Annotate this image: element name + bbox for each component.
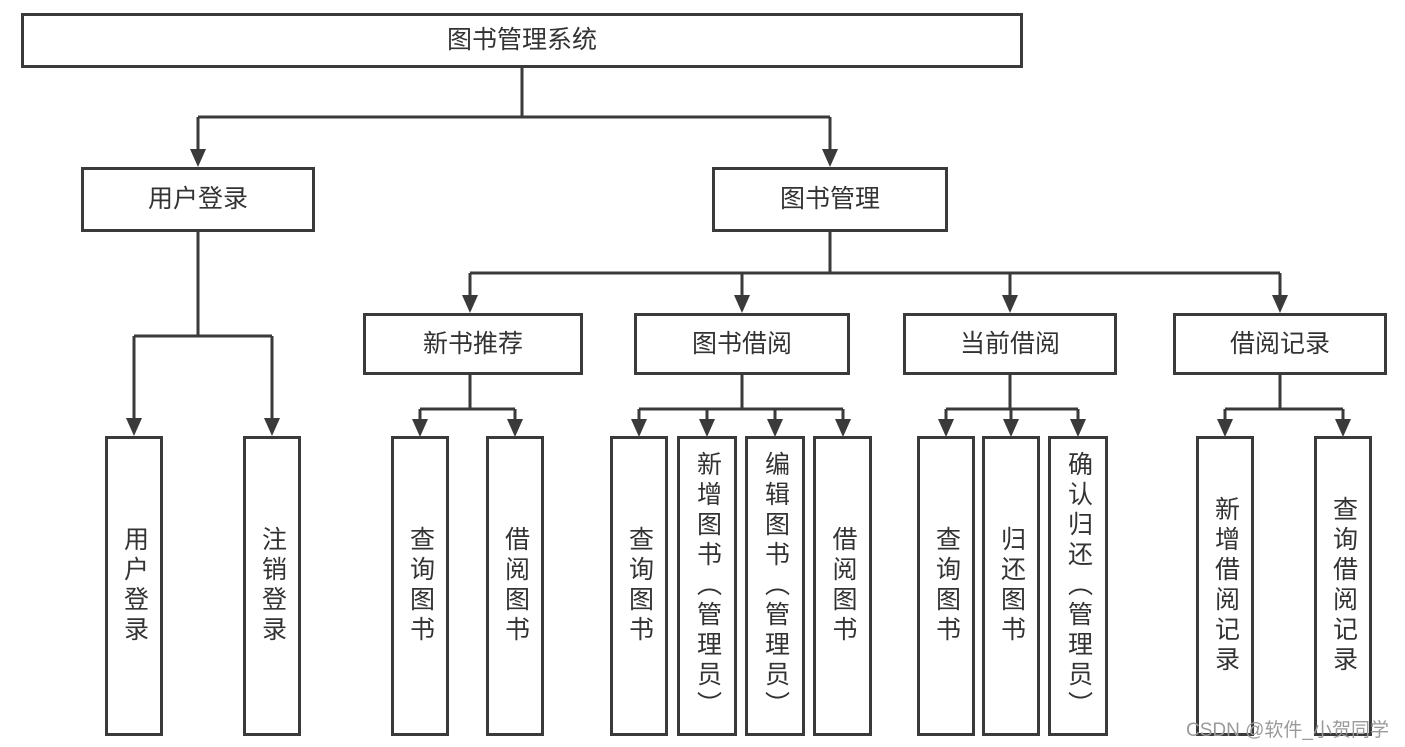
leaf-return-books: 归还图书 (982, 436, 1040, 736)
arrowhead-icon (938, 419, 954, 437)
arrowhead-icon (190, 149, 206, 167)
node-new-book-recommend: 新书推荐 (363, 313, 583, 375)
leaf-edit-book-admin: 编辑图书（管理员） (745, 436, 805, 736)
arrowhead-icon (734, 295, 750, 313)
arrowhead-icon (767, 419, 783, 437)
node-user-login: 用户登录 (81, 167, 315, 232)
arrowhead-icon (264, 418, 280, 436)
leaf-borrow-books: 借阅图书 (486, 436, 544, 736)
arrowhead-icon (1070, 419, 1086, 437)
arrowhead-icon (1003, 419, 1019, 437)
arrowhead-icon (822, 149, 838, 167)
arrowhead-icon (1272, 295, 1288, 313)
arrowhead-icon (1002, 295, 1018, 313)
leaf-query-borrow-record: 查询借阅记录 (1314, 436, 1372, 736)
leaf-add-borrow-record: 新增借阅记录 (1196, 436, 1254, 736)
arrowhead-icon (412, 419, 428, 437)
connector-path (132, 68, 1345, 422)
leaf-confirm-return-admin: 确认归还（管理员） (1048, 436, 1108, 736)
arrowheads (126, 149, 1351, 437)
arrowhead-icon (1335, 419, 1351, 437)
node-book-borrowing: 图书借阅 (634, 313, 850, 375)
leaf-add-book-admin: 新增图书（管理员） (677, 436, 737, 736)
node-current-borrowing: 当前借阅 (903, 313, 1117, 375)
leaf-query-books: 查询图书 (391, 436, 449, 736)
arrowhead-icon (699, 419, 715, 437)
leaf-borrow-books: 借阅图书 (813, 436, 872, 736)
leaf-logout: 注销登录 (243, 436, 301, 736)
arrowhead-icon (507, 419, 523, 437)
node-borrowing-records: 借阅记录 (1173, 313, 1387, 375)
watermark: CSDN @软件_小贺同学 (1186, 720, 1389, 741)
leaf-query-books: 查询图书 (917, 436, 975, 736)
leaf-query-books: 查询图书 (610, 436, 668, 736)
arrowhead-icon (126, 418, 142, 436)
arrowhead-icon (1217, 419, 1233, 437)
arrowhead-icon (835, 419, 851, 437)
arrowhead-icon (462, 295, 478, 313)
node-book-management: 图书管理 (712, 167, 948, 232)
node-library-management-system: 图书管理系统 (21, 13, 1023, 68)
leaf-user-login: 用户登录 (105, 436, 163, 736)
arrowhead-icon (631, 419, 647, 437)
